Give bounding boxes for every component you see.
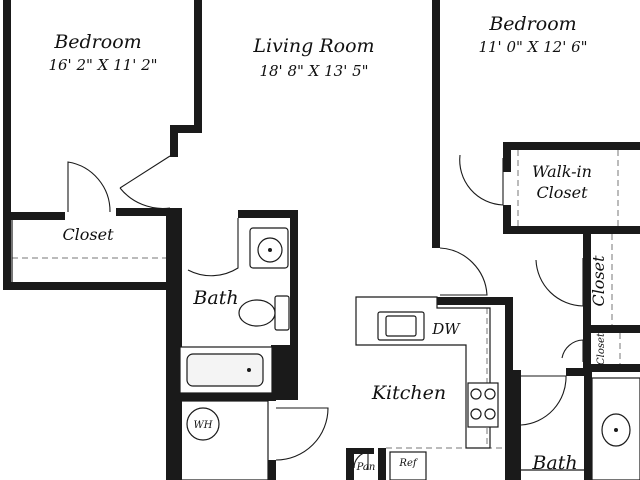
- door-bedroom-left: [119, 155, 171, 209]
- labels: Bedroom 16' 2" X 11' 2" Living Room 18' …: [48, 13, 608, 474]
- wall-bedroom-left-notch: [170, 125, 202, 133]
- wall-bath-right-west: [513, 370, 521, 480]
- wall-wh-stub: [268, 460, 276, 480]
- bedroom-left-dims: 16' 2" X 11' 2": [48, 56, 157, 74]
- pantry-label: Pan: [356, 462, 376, 473]
- wall-closet-small-bottom: [583, 364, 640, 372]
- wall-bath-right-top: [566, 368, 590, 376]
- wall-walkin-west-low: [503, 205, 511, 234]
- living-room-name: Living Room: [252, 35, 374, 57]
- bedroom-right-dims: 11' 0" X 12' 6": [478, 38, 587, 56]
- kitchen-name: Kitchen: [371, 382, 446, 404]
- wall-pantry-east: [378, 448, 386, 480]
- kitchen-sink-icon: [385, 315, 417, 337]
- wall-kitchen-top-right: [437, 297, 513, 305]
- wall-closet-bottom: [3, 282, 173, 290]
- wall-walkin-west: [503, 142, 511, 172]
- door-closet-left: [67, 161, 111, 213]
- wall-bath-east: [290, 210, 298, 400]
- shelf-lines: [11, 150, 621, 449]
- door-bath-left: [187, 218, 239, 277]
- bath-right-name: Bath: [531, 452, 577, 474]
- toilet-icon: [238, 299, 276, 327]
- water-heater-icon: [186, 407, 220, 441]
- wall-pantry-top: [346, 448, 374, 454]
- wh-closet: [175, 400, 269, 480]
- bath-left-name: Bath: [192, 287, 238, 309]
- wall-walkin-bottom: [503, 226, 640, 234]
- stove-burner-1: [470, 388, 482, 400]
- living-room-dims: 18' 8" X 13' 5": [259, 62, 368, 80]
- stove-burner-3: [470, 408, 482, 420]
- door-water-heater: [275, 407, 329, 461]
- wall-walkin-top: [503, 142, 640, 150]
- kitchen-counter: [355, 296, 491, 449]
- wall-closet-top-b: [116, 208, 180, 216]
- water-heater-label: WH: [194, 420, 213, 431]
- walk-in-closet-line1: Walk-in: [532, 162, 592, 181]
- doors: [67, 154, 584, 470]
- door-closet-small: [561, 339, 584, 362]
- wall-kitchen-east: [505, 297, 513, 480]
- walls: [3, 0, 640, 480]
- dishwasher-label: DW: [431, 320, 461, 338]
- wall-left-exterior: [3, 0, 11, 290]
- wall-bath-west: [166, 208, 182, 480]
- bathtub-icon: [186, 353, 264, 387]
- door-walkin: [459, 154, 504, 206]
- closet-small-name: Closet: [596, 332, 607, 365]
- wall-bath-se-block: [271, 345, 293, 400]
- wall-bath-top: [238, 210, 298, 218]
- door-bedroom-right: [439, 247, 488, 296]
- wall-closet-top-a: [3, 212, 65, 220]
- toilet-tank: [274, 295, 290, 331]
- walk-in-closet-line2: Closet: [536, 183, 588, 202]
- door-pantry: [353, 451, 369, 470]
- wall-bath-right-vanity: [584, 368, 592, 480]
- bath-left-sink-drain: [268, 248, 272, 252]
- wall-pantry-west: [346, 448, 354, 480]
- wall-bedroom-left-east: [194, 0, 202, 133]
- stove-burner-2: [484, 388, 496, 400]
- closet-left-name: Closet: [62, 225, 114, 244]
- wall-bath-bottom: [176, 393, 276, 401]
- wall-closet-right-bottom: [583, 325, 640, 333]
- wall-bedroom-right-west: [432, 0, 440, 248]
- stove-burner-4: [484, 408, 496, 420]
- door-bath-right: [520, 375, 567, 426]
- fixtures: [175, 227, 640, 480]
- refrigerator-label: Ref: [398, 458, 418, 469]
- door-closet-right: [535, 258, 584, 307]
- bedroom-right-name: Bedroom: [488, 13, 576, 35]
- refrigerator-icon: [389, 451, 427, 480]
- stove-icon: [467, 382, 499, 428]
- bath-right-sink-drain: [614, 428, 618, 432]
- wall-bedroom-left-notch-v: [170, 125, 178, 157]
- bedroom-left-name: Bedroom: [53, 31, 141, 53]
- closet-right-name: Closet: [589, 255, 608, 307]
- wall-closet-right-west: [583, 226, 591, 366]
- bathtub-drain: [247, 368, 251, 372]
